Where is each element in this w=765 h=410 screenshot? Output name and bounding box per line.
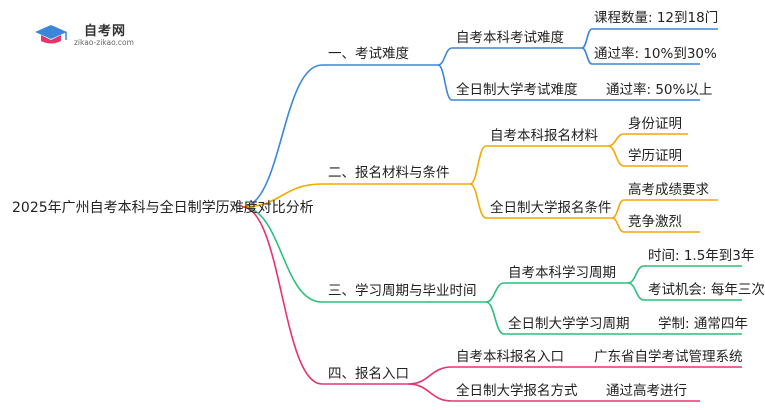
logo-url: zikao-zikao.com: [74, 38, 134, 47]
connector-b3-child1: [485, 282, 505, 303]
graduation-cap-icon: [35, 25, 67, 44]
branch-study-period: 三、学习周期与毕业时间: [328, 283, 477, 299]
site-logo: 自考网 zikao-zikao.com: [32, 18, 152, 50]
connector-b2-child1: [469, 145, 487, 185]
connector-root-branch4: [241, 206, 323, 385]
branch-exam-difficulty: 一、考试难度: [328, 46, 409, 62]
connector-b2-leaf3: [611, 199, 625, 219]
leaf-id-proof: 身份证明: [628, 116, 682, 132]
leaf-duration: 时间: 1.5年到3年: [648, 248, 755, 264]
leaf-via-gaokao: 通过高考进行: [606, 383, 687, 399]
node-zikao-study-period: 自考本科学习周期: [508, 265, 616, 281]
node-zikao-entry: 自考本科报名入口: [456, 349, 564, 365]
leaf-pass-rate-fulltime: 通过率: 50%以上: [606, 82, 713, 98]
leaf-exam-opportunities: 考试机会: 每年三次: [648, 282, 765, 298]
connector-b3-leaf1: [627, 265, 645, 284]
leaf-school-system: 学制: 通常四年: [658, 316, 748, 332]
connector-b1-leaf2: [581, 47, 593, 65]
connector-b1-child1: [437, 47, 453, 66]
leaf-guangdong-system: 广东省自学考试管理系统: [594, 349, 743, 365]
logo-name: 自考网: [84, 24, 127, 39]
connector-root-branch1: [241, 64, 323, 208]
branch-application-materials: 二、报名材料与条件: [328, 165, 450, 181]
leaf-fierce-competition: 竞争激烈: [628, 214, 682, 230]
connector-b3-leaf2: [627, 282, 645, 301]
leaf-gaokao-requirement: 高考成绩要求: [628, 182, 709, 198]
node-zikao-materials: 自考本科报名材料: [490, 128, 598, 144]
connector-root-branch3: [241, 206, 323, 303]
connector-b1-leaf1: [581, 28, 593, 49]
node-fulltime-exam-difficulty: 全日制大学考试难度: [456, 82, 578, 98]
connector-b4-child1: [407, 366, 453, 385]
leaf-course-count: 课程数量: 12到18门: [594, 10, 719, 26]
node-fulltime-conditions: 全日制大学报名条件: [490, 200, 612, 216]
connector-b2-child2: [469, 183, 487, 219]
node-zikao-exam-difficulty: 自考本科考试难度: [456, 30, 564, 46]
connector-b2-leaf4: [611, 217, 625, 233]
connector-b2-leaf2: [607, 145, 625, 167]
connector-b3-child2: [485, 301, 505, 335]
connector-b4-child2: [407, 383, 453, 402]
root-topic: 2025年广州自考本科与全日制学历难度对比分析: [12, 200, 314, 216]
leaf-pass-rate-zikao: 通过率: 10%到30%: [594, 46, 717, 62]
connector-b1-child2: [437, 64, 453, 101]
connector-root-branch2: [241, 183, 323, 208]
node-fulltime-entry: 全日制大学报名方式: [456, 383, 578, 399]
node-fulltime-study-period: 全日制大学学习周期: [508, 316, 630, 332]
connector-b2-leaf1: [607, 133, 625, 147]
leaf-education-proof: 学历证明: [628, 148, 682, 164]
branch-application-entry: 四、报名入口: [328, 366, 409, 382]
